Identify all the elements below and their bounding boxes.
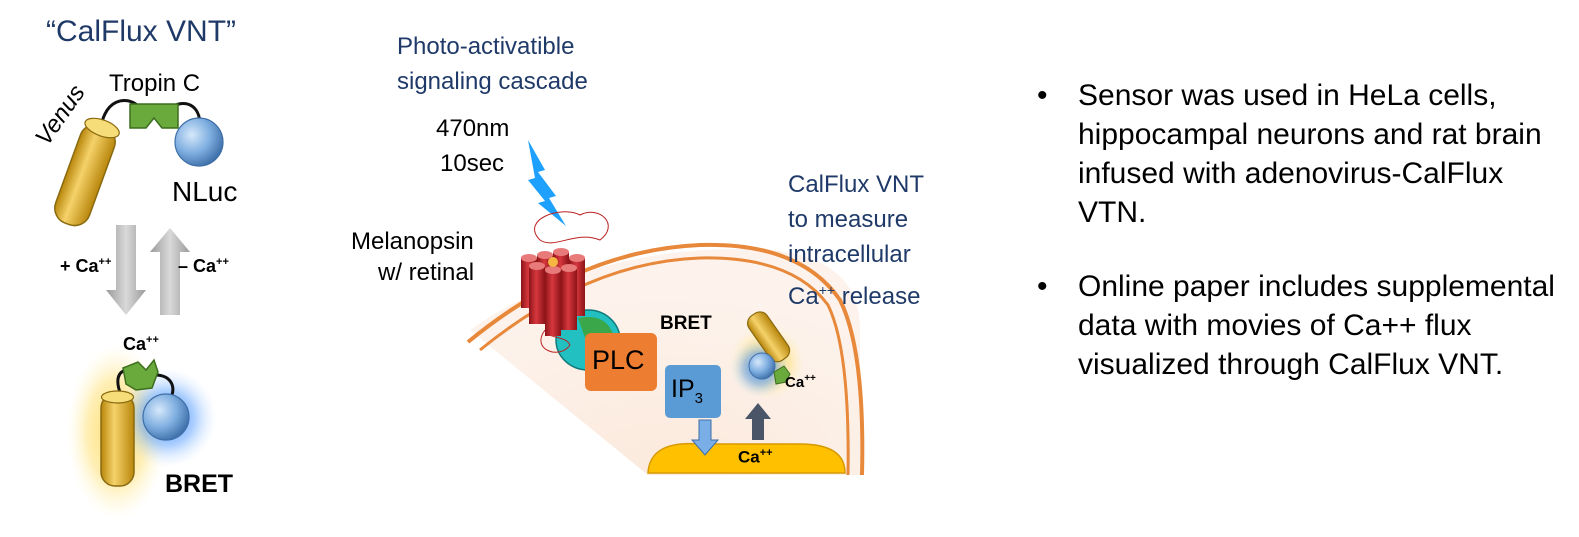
cascade-title-line2: signaling cascade bbox=[397, 68, 588, 95]
calflux-label-line1: CalFlux VNT bbox=[788, 171, 925, 198]
calflux-label-line4: Ca++ release bbox=[788, 282, 921, 310]
calflux-label-line2: to measure bbox=[788, 206, 909, 233]
light-bolt-icon bbox=[528, 140, 566, 226]
helix-bundle bbox=[521, 248, 585, 336]
equilibrium-arrows bbox=[106, 225, 190, 315]
bret-label-left: BRET bbox=[165, 470, 234, 498]
receptor-loops-top bbox=[534, 211, 609, 244]
nluc-ball bbox=[174, 117, 224, 167]
tropin-c-bound bbox=[122, 358, 159, 391]
er-organelle bbox=[647, 442, 846, 474]
melanopsin-label-line1: Melanopsin bbox=[351, 228, 474, 255]
ip3-box bbox=[665, 365, 721, 418]
ip3-down-arrow bbox=[690, 419, 720, 456]
ca-sensor-label: Ca++ bbox=[785, 373, 816, 391]
plc-box bbox=[585, 333, 657, 391]
ca-up-arrow bbox=[745, 403, 771, 440]
duration-label: 10sec bbox=[440, 150, 505, 177]
bret-label-cell: BRET bbox=[660, 313, 712, 334]
sensor-title: “CalFlux VNT” bbox=[46, 15, 237, 48]
tropin-label: Tropin C bbox=[109, 70, 201, 97]
ip3-label: IP3 bbox=[671, 375, 703, 407]
bullet-item: Online paper includes supplemental data … bbox=[1037, 267, 1567, 384]
wavelength-label: 470nm bbox=[436, 115, 510, 142]
down-arrow bbox=[106, 225, 146, 315]
bullet-item: Sensor was used in HeLa cells, hippocamp… bbox=[1037, 76, 1567, 232]
nluc-label: NLuc bbox=[172, 176, 238, 207]
ca-er-label: Ca++ bbox=[738, 447, 773, 467]
sensor-bound bbox=[67, 344, 217, 520]
ca-bound-label: Ca++ bbox=[123, 334, 159, 354]
up-arrow bbox=[150, 228, 190, 315]
plc-label: PLC bbox=[592, 345, 645, 375]
minus-ca-label: – Ca++ bbox=[178, 256, 229, 276]
cascade-title-line1: Photo-activatible bbox=[397, 33, 575, 60]
nluc-ball-bound bbox=[142, 393, 190, 441]
sensor-in-cell bbox=[729, 311, 805, 400]
melanopsin-label-line2: w/ retinal bbox=[378, 259, 475, 286]
bullet-list: Sensor was used in HeLa cells, hippocamp… bbox=[1037, 76, 1567, 419]
venus-cylinder-bound bbox=[100, 393, 135, 487]
plus-ca-label: + Ca++ bbox=[60, 256, 112, 276]
calflux-label-line3: intracellular bbox=[788, 241, 911, 268]
sensor-unbound bbox=[54, 99, 224, 227]
tropin-c-shape bbox=[129, 103, 179, 129]
venus-cylinder bbox=[54, 117, 120, 227]
